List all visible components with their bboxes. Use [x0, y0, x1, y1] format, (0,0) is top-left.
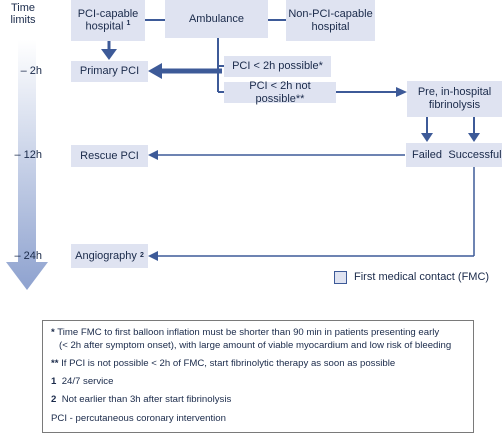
non-pci-label1: Non-PCI-capable	[288, 7, 373, 20]
legend-label: First medical contact (FMC)	[354, 271, 490, 283]
fibrinolysis-box: Pre, in-hospital fibrinolysis	[407, 81, 502, 117]
footnotes-box: * Time FMC to first balloon inflation mu…	[42, 320, 474, 433]
pci-capable-label1: PCI-capable	[77, 7, 139, 20]
arrow-to-successful	[468, 133, 480, 142]
footnote-4-mark: 2	[51, 394, 57, 405]
failed-box: Failed	[406, 143, 448, 167]
pci-capable-label2-text: hospital	[85, 20, 124, 33]
timeline-arrow	[6, 40, 48, 290]
footnote-1-text1: Time FMC to first balloon inflation must…	[57, 327, 440, 338]
footnote-2: ** If PCI is not possible < 2h of FMC, s…	[51, 357, 395, 370]
pci-capable-label2: hospital 1	[86, 20, 131, 33]
rescue-pci-box: Rescue PCI	[71, 145, 148, 167]
fibrinolysis-label1: Pre, in-hospital	[417, 86, 492, 99]
pci-capable-hospital-box: PCI-capable hospital 1	[71, 0, 145, 41]
non-pci-label2: hospital	[311, 20, 350, 33]
angiography-label: Angiography	[75, 249, 137, 262]
footnote-2-text: If PCI is not possible < 2h of FMC, star…	[61, 358, 396, 369]
footnote-marker-2: 2	[139, 251, 144, 259]
tick-12h: – 12h	[14, 149, 42, 161]
footnote-1-line1: * Time FMC to first balloon inflation mu…	[51, 326, 439, 339]
footnote-4-text: Not earlier than 3h after start fibrinol…	[61, 394, 232, 405]
footnote-1-line2: (< 2h after symptom onset), with large a…	[59, 340, 452, 351]
tick-2h: – 2h	[20, 65, 42, 77]
arrow-to-primary-pci	[101, 49, 117, 60]
time-axis-title-line2: limits	[10, 14, 36, 26]
fibrinolysis-label2: fibrinolysis	[428, 99, 481, 111]
legend-swatch	[334, 271, 347, 284]
footnote-marker-1: 1	[126, 20, 131, 28]
non-pci-hospital-box: Non-PCI-capable hospital	[286, 0, 375, 41]
footnote-2-mark: **	[51, 358, 59, 369]
arrow-to-failed	[421, 133, 433, 142]
angiography-box: Angiography 2	[71, 244, 148, 268]
arrow-to-rescue-pci	[148, 150, 158, 160]
successful-box: Successful	[448, 143, 502, 167]
primary-pci-box: Primary PCI	[71, 61, 148, 82]
pci-possible-box: PCI < 2h possible*	[224, 56, 331, 77]
time-axis-title: Time limits	[6, 2, 40, 26]
footnote-1-mark: *	[51, 327, 55, 338]
pci-not-possible-box: PCI < 2h not possible**	[224, 80, 336, 105]
footnote-3-text: 24/7 service	[61, 376, 114, 387]
ambulance-box: Ambulance	[165, 0, 268, 38]
footnote-3: 1 24/7 service	[51, 375, 113, 388]
arrow-pci-possible	[148, 63, 162, 79]
tick-24h: – 24h	[14, 250, 42, 262]
footnote-4: 2 Not earlier than 3h after start fibrin…	[51, 393, 231, 406]
arrow-to-fibrinolysis	[396, 87, 407, 97]
time-axis-title-line1: Time	[10, 2, 36, 14]
footnote-5: PCI - percutaneous coronary intervention	[51, 413, 226, 424]
footnote-3-mark: 1	[51, 376, 57, 387]
arrow-to-angiography	[148, 251, 158, 261]
